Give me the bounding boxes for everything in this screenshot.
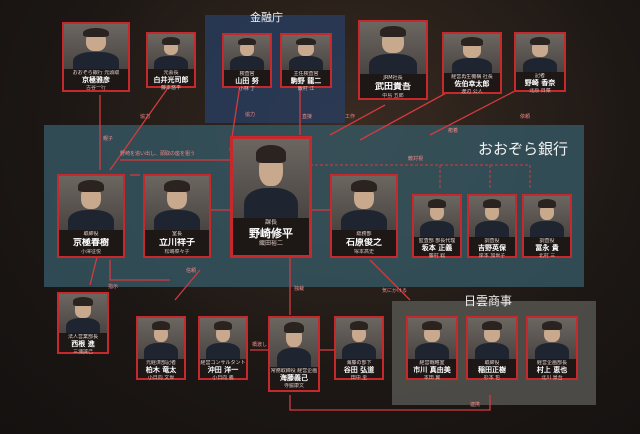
label-ken: 独裁 xyxy=(294,285,304,292)
card-ichikawa[interactable]: 経営戦略室市川 真由美本田 翼 xyxy=(406,316,458,381)
ozora-bank-title: おおぞら銀行 xyxy=(478,140,569,158)
card-nishikori[interactable]: 法人営業部長西根 進三浦誠己 xyxy=(57,292,109,355)
portrait xyxy=(516,34,564,73)
portrait xyxy=(148,34,194,70)
portrait xyxy=(528,318,576,359)
portrait xyxy=(332,176,396,231)
label-kosaku: 工作 xyxy=(345,113,355,120)
card-yamada[interactable]: 検査官山田 努小林 丁 xyxy=(222,33,272,92)
portrait xyxy=(59,294,107,334)
portrait xyxy=(524,196,570,237)
card-kono[interactable]: 常務取締役 経営企画海藤義己寺脇康文 xyxy=(268,316,320,392)
card-komatsu[interactable]: 主任検査官駒野 龍二飯村 江 xyxy=(280,33,332,92)
label-kyoryoku-fsa: 協力 xyxy=(245,111,255,118)
label-giwaku: 野崎を追い出し、頭取の座を狙う xyxy=(120,150,195,157)
portrait xyxy=(408,318,456,359)
card-sashida[interactable]: 経営再生機構 社長佐伯幸太郎渡辺 公人 xyxy=(442,32,502,95)
label-shinrai: 信頼 xyxy=(186,267,196,274)
card-nosaki-kanna[interactable]: 記者野崎 香奈北原 日菜 xyxy=(514,32,566,94)
label-oyako: 親子 xyxy=(103,135,113,142)
card-tanida[interactable]: 海藤の部下谷田 弘道田中 圭 xyxy=(334,316,384,381)
card-shirai[interactable]: 元会長白井光司郎藤本悠平 xyxy=(146,32,196,91)
portrait xyxy=(200,318,246,359)
portrait xyxy=(444,34,500,74)
portrait xyxy=(224,35,270,70)
card-ishihara[interactable]: 総務部石原俊之塚本高史 xyxy=(330,174,398,258)
label-hashi: 橋渡し xyxy=(252,341,267,348)
label-renkei: 連携 xyxy=(470,401,480,408)
label-shiji: 指示 xyxy=(108,283,118,290)
portrait xyxy=(282,35,330,70)
portrait xyxy=(138,318,184,359)
portrait xyxy=(59,176,123,231)
portrait xyxy=(233,139,309,218)
label-kanshi: 直接 xyxy=(302,113,312,120)
portrait xyxy=(414,196,460,237)
card-okita[interactable]: 経営コンサルタント沖田 洋一小日向 義 xyxy=(198,316,248,381)
portrait xyxy=(360,22,426,74)
portrait xyxy=(270,318,318,367)
portrait xyxy=(145,176,209,231)
card-kimoto[interactable]: 監査部 部長代理坂本 正義藤村 聡 xyxy=(412,194,462,259)
card-takeda[interactable]: JRM社長武田貴吾中島 五郎 xyxy=(358,20,428,100)
hiun-shoji-title: 日雲商事 xyxy=(464,294,513,308)
card-fuji[interactable]: 調査役冨永 貴北村 三 xyxy=(522,194,572,259)
card-kashiwagi[interactable]: 元経済部記者柏木 竜太小日向 文世 xyxy=(136,316,186,381)
label-tessou: 敵対視 xyxy=(408,155,423,162)
fsa-title: 金融庁 xyxy=(250,11,283,24)
portrait xyxy=(64,24,128,69)
card-murakami[interactable]: 経営企画部長村上 恵也北川 景吾 xyxy=(526,316,578,381)
card-kyogoku-haruki[interactable]: 取締役京極春樹小澤征悦 xyxy=(57,174,125,258)
portrait xyxy=(469,196,515,237)
card-hiun-director[interactable]: 取締役稲田正樹杉本 哲 xyxy=(466,316,518,381)
card-tachikawa[interactable]: 室長立川祥子松嶋菜々子 xyxy=(143,174,211,258)
portrait xyxy=(336,318,382,359)
card-nozaki-shuhei[interactable]: 課長野崎修平織田裕二 xyxy=(230,136,312,258)
portrait xyxy=(468,318,516,359)
label-shuzai: 依頼 xyxy=(520,113,530,120)
label-shinkiyaku: 癒着 xyxy=(448,127,458,134)
label-kyoumi: 気にかける xyxy=(382,287,407,294)
label-kyoryoku: 協力 xyxy=(140,113,150,120)
card-yoshino[interactable]: 調査役吉野英保岸本 加世子 xyxy=(467,194,517,259)
card-kyogoku-masahiko[interactable]: おおぞら銀行 元頭取京極雅彦古谷一行 xyxy=(62,22,130,92)
